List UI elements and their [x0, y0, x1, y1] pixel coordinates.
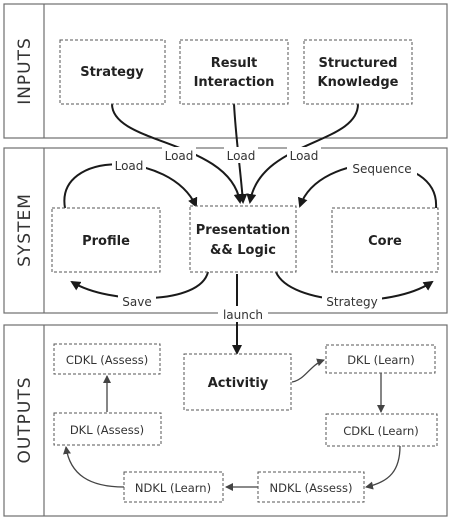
edge-knowledge-to-presentation: [246, 103, 359, 204]
svg-text:Sequence: Sequence: [352, 162, 411, 176]
edge-label-save: Save: [118, 293, 156, 309]
svg-text:Result: Result: [211, 56, 258, 71]
svg-text:Activitiy: Activitiy: [208, 376, 269, 391]
svg-text:Structured: Structured: [319, 56, 398, 71]
svg-text:Core: Core: [368, 234, 402, 249]
svg-text:Load: Load: [115, 159, 144, 173]
edge-label-strategy: Strategy: [322, 293, 382, 309]
output-cdkl-assess-box: CDKL (Assess): [53, 343, 161, 375]
svg-text:DKL (Assess): DKL (Assess): [70, 423, 144, 437]
svg-text:NDKL (Assess): NDKL (Assess): [270, 481, 353, 495]
output-ndkl-learn-box: NDKL (Learn): [123, 471, 224, 503]
svg-text:Load: Load: [165, 149, 194, 163]
svg-text:&& Logic: && Logic: [210, 243, 276, 258]
svg-text:Strategy: Strategy: [326, 295, 377, 309]
edge-cdkl-learn-to-ndkl-assess: [365, 445, 401, 490]
edge-label-sequence: Sequence: [347, 160, 417, 176]
output-dkl-learn-box: DKL (Learn): [325, 344, 436, 374]
input-structured-knowledge-box: Structured Knowledge: [303, 39, 413, 105]
edge-strategy-to-presentation: [111, 103, 244, 204]
svg-text:NDKL (Learn): NDKL (Learn): [135, 481, 211, 495]
svg-text:Load: Load: [227, 149, 256, 163]
input-strategy-box: Strategy: [59, 39, 166, 105]
svg-text:Save: Save: [122, 295, 151, 309]
edge-label-load-2: Load: [224, 147, 258, 163]
svg-text:launch: launch: [223, 308, 263, 322]
edge-label-launch: launch: [218, 306, 268, 322]
svg-text:Load: Load: [290, 149, 319, 163]
output-activity-box: Activitiy: [183, 353, 292, 411]
system-core-box: Core: [331, 207, 439, 273]
svg-text:Profile: Profile: [82, 234, 130, 249]
outputs-section-label: OUTPUTS: [15, 376, 35, 463]
svg-text:CDKL (Learn): CDKL (Learn): [343, 424, 419, 438]
edge-label-load-3: Load: [287, 147, 321, 163]
system-profile-box: Profile: [51, 207, 161, 273]
system-section-label: SYSTEM: [15, 193, 35, 267]
svg-text:Strategy: Strategy: [80, 65, 144, 80]
svg-text:Presentation: Presentation: [196, 223, 290, 238]
edge-label-load-1: Load: [162, 147, 196, 163]
edge-activity-to-dkl-learn: [291, 358, 325, 383]
inputs-section-label: INPUTS: [15, 37, 35, 105]
edge-label-load-profile: Load: [112, 157, 146, 173]
svg-text:CDKL (Assess): CDKL (Assess): [66, 353, 148, 367]
svg-text:Knowledge: Knowledge: [318, 75, 399, 90]
edge-ndkl-learn-to-dkl-assess: [63, 446, 125, 488]
output-cdkl-learn-box: CDKL (Learn): [325, 413, 438, 447]
input-result-interaction-box: Result Interaction: [179, 39, 289, 105]
output-ndkl-assess-box: NDKL (Assess): [257, 471, 365, 503]
output-dkl-assess-box: DKL (Assess): [53, 412, 162, 446]
svg-text:Interaction: Interaction: [194, 75, 275, 90]
svg-text:DKL (Learn): DKL (Learn): [347, 353, 415, 367]
system-presentation-logic-box: Presentation && Logic: [189, 205, 297, 273]
